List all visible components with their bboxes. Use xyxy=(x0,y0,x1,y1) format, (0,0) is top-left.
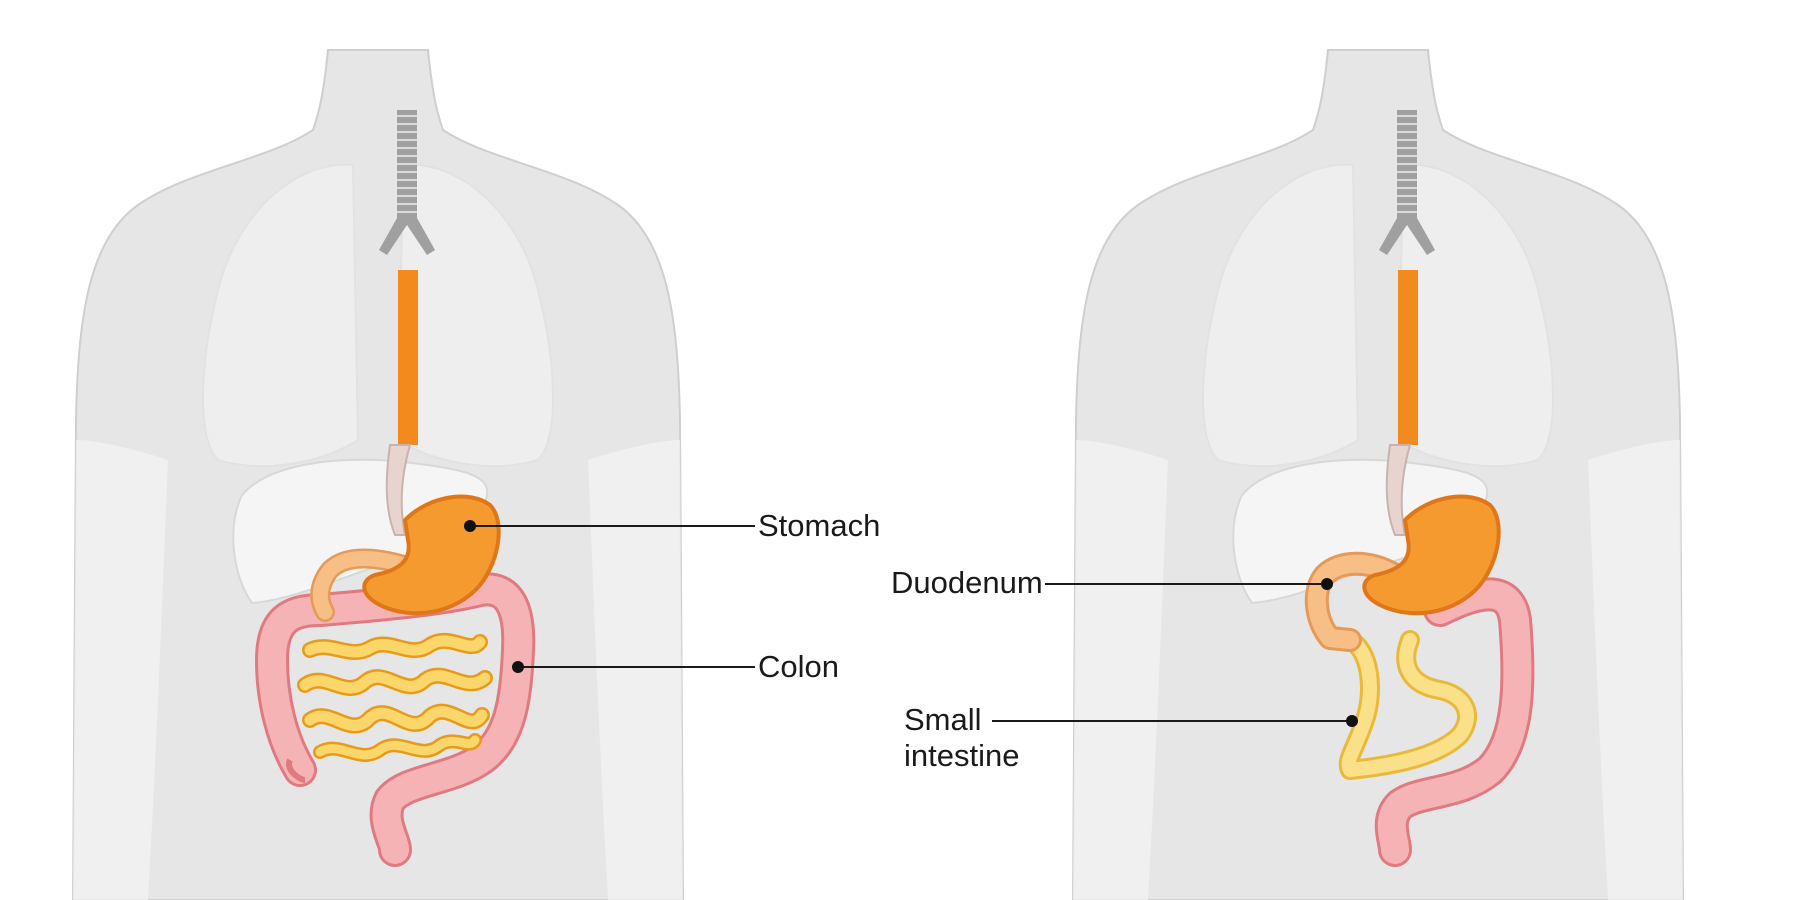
right-duodenum xyxy=(1307,554,1404,649)
right-stomach xyxy=(1362,494,1501,616)
stomach-label: Stomach xyxy=(758,508,880,543)
left-appendix xyxy=(286,758,306,783)
colon-label: Colon xyxy=(758,649,839,684)
duodenum-marker xyxy=(1321,578,1333,590)
label-stomach-group: Stomach xyxy=(464,508,880,543)
right-lower-esophagus xyxy=(1385,444,1412,536)
label-small-intestine-group: Small intestine xyxy=(904,702,1358,773)
duodenum-label: Duodenum xyxy=(891,565,1043,600)
label-duodenum-group: Duodenum xyxy=(891,565,1333,600)
stomach-marker xyxy=(464,520,476,532)
left-lower-esophagus xyxy=(385,444,412,536)
left-duodenum xyxy=(312,551,428,620)
left-colon-fill xyxy=(258,575,533,864)
right-esophagus xyxy=(1398,270,1418,445)
left-anatomy-figure xyxy=(72,49,684,900)
small-intestine-marker xyxy=(1346,715,1358,727)
colon-marker xyxy=(512,661,524,673)
small-intestine-label-line2: intestine xyxy=(904,738,1019,773)
right-anatomy-figure xyxy=(1072,49,1684,900)
left-esophagus xyxy=(398,270,418,445)
label-colon-group: Colon xyxy=(512,649,839,684)
right-small-intestine-fill xyxy=(1341,633,1475,777)
left-small-intestine xyxy=(297,632,493,762)
right-colon-fill xyxy=(1377,580,1532,864)
small-intestine-label-line1: Small xyxy=(904,702,982,737)
